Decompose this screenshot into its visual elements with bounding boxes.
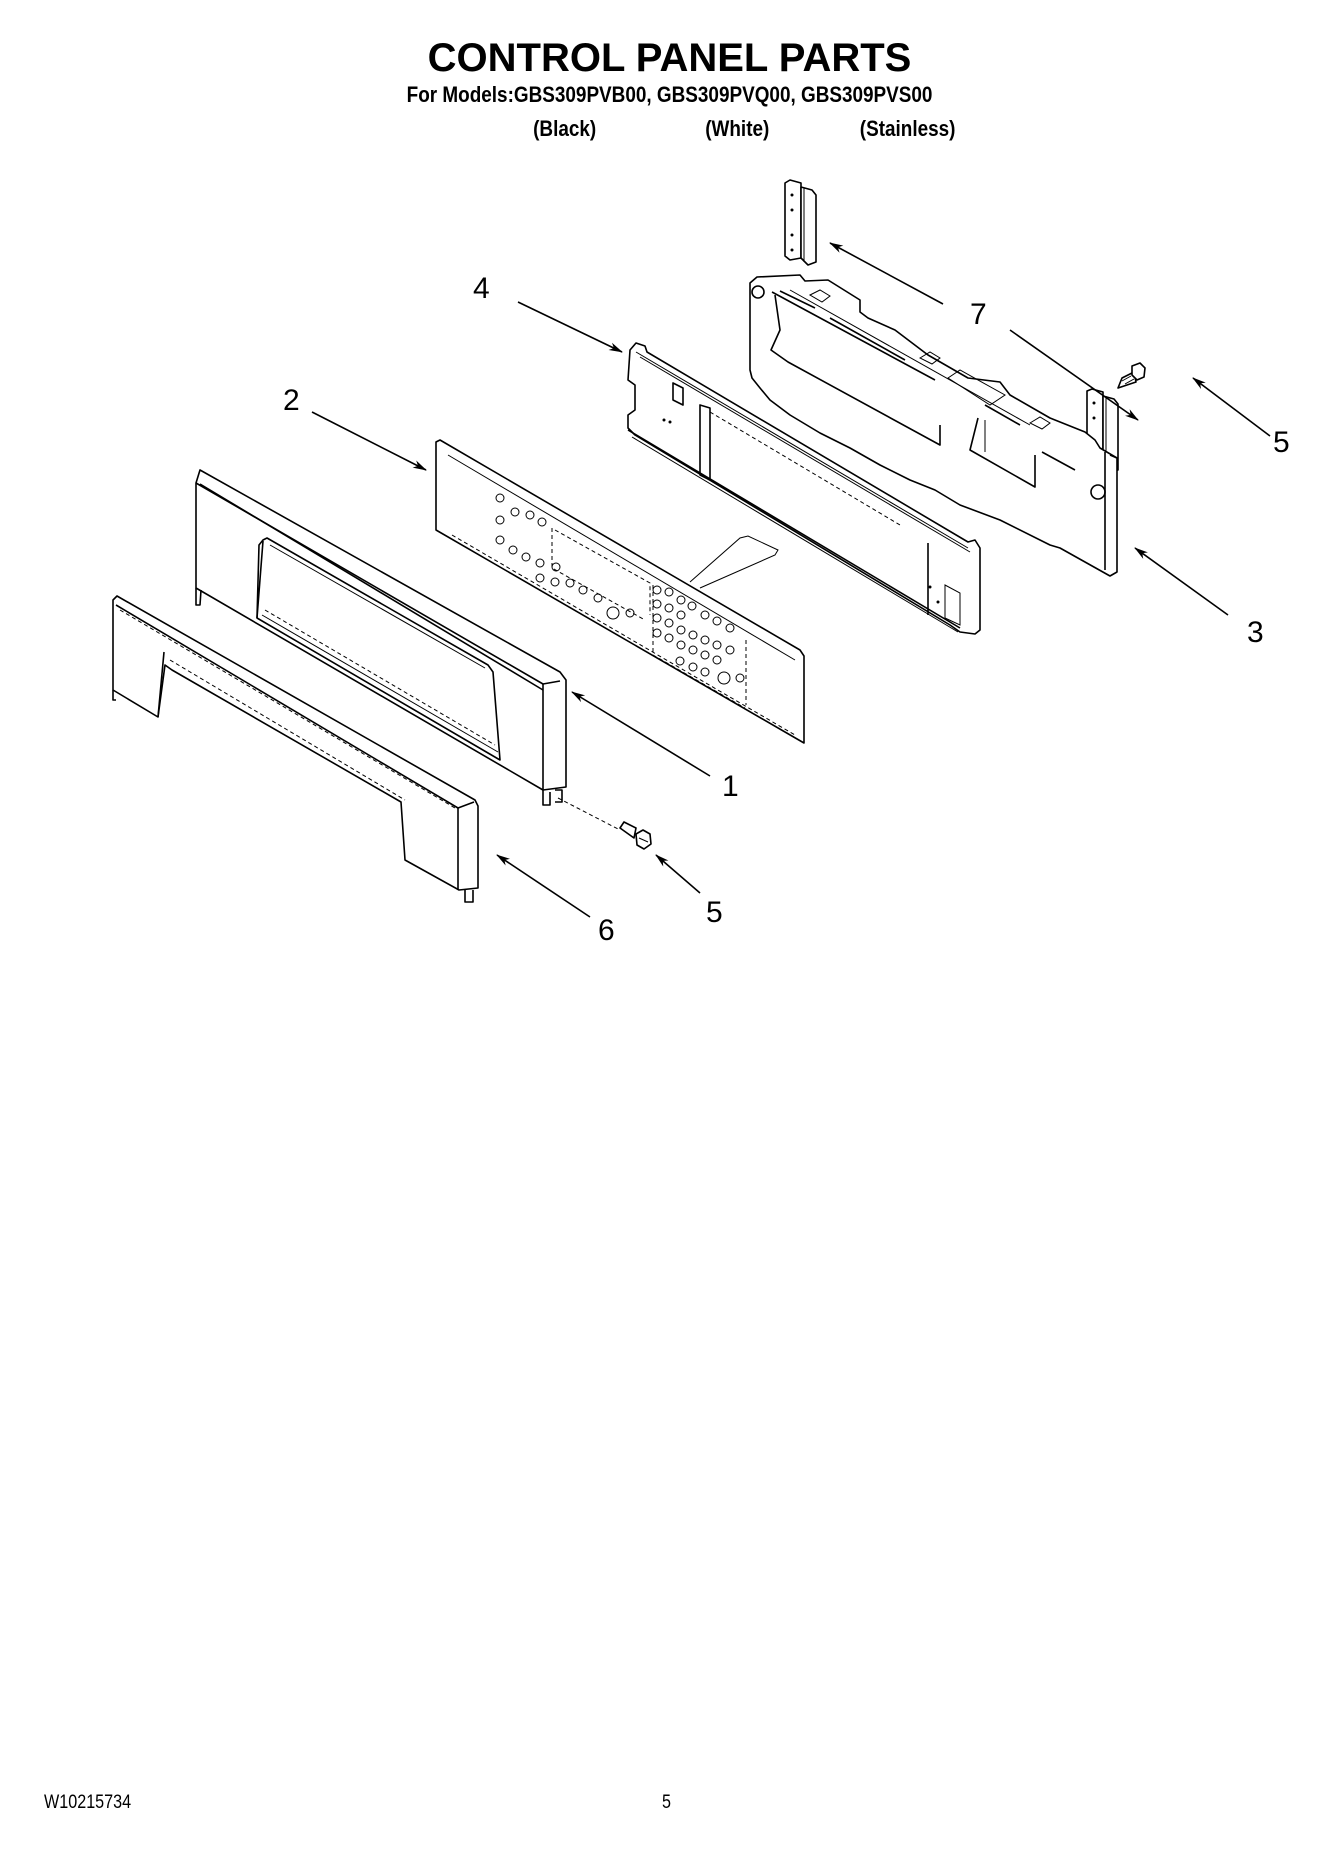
color-label-black: (Black) — [533, 116, 597, 141]
callout-5-lower: 5 — [706, 896, 723, 929]
callout-4: 4 — [473, 272, 490, 305]
part-5-screw-lower — [557, 797, 652, 850]
callout-arrows — [311, 242, 1271, 918]
callout-7: 7 — [970, 298, 987, 331]
part-7-bracket-upper — [784, 179, 817, 266]
page-title: CONTROL PANEL PARTS — [427, 36, 912, 80]
callout-3: 3 — [1247, 616, 1264, 649]
document-number: W10215734 — [44, 1792, 132, 1813]
part-1-trim-frame — [195, 469, 567, 806]
models-line: For Models:GBS309PVB00, GBS309PVQ00, GBS… — [406, 82, 933, 107]
page-number: 5 — [662, 1792, 671, 1813]
part-5-screw-upper — [1117, 362, 1146, 389]
callout-1: 1 — [722, 770, 739, 803]
color-label-stainless: (Stainless) — [859, 116, 956, 141]
part-4-mounting-bracket — [627, 342, 981, 635]
callout-5-upper: 5 — [1273, 426, 1290, 459]
part-6-end-trim — [112, 595, 479, 903]
color-label-white: (White) — [705, 116, 770, 141]
exploded-parts-diagram — [112, 179, 1271, 918]
part-2-keypad-overlay — [435, 439, 805, 744]
ribbon-cable — [689, 535, 779, 589]
part-3-control-housing — [749, 274, 1118, 577]
callout-6: 6 — [598, 914, 615, 947]
callout-2: 2 — [283, 384, 300, 417]
keypad-buttons — [495, 493, 745, 685]
